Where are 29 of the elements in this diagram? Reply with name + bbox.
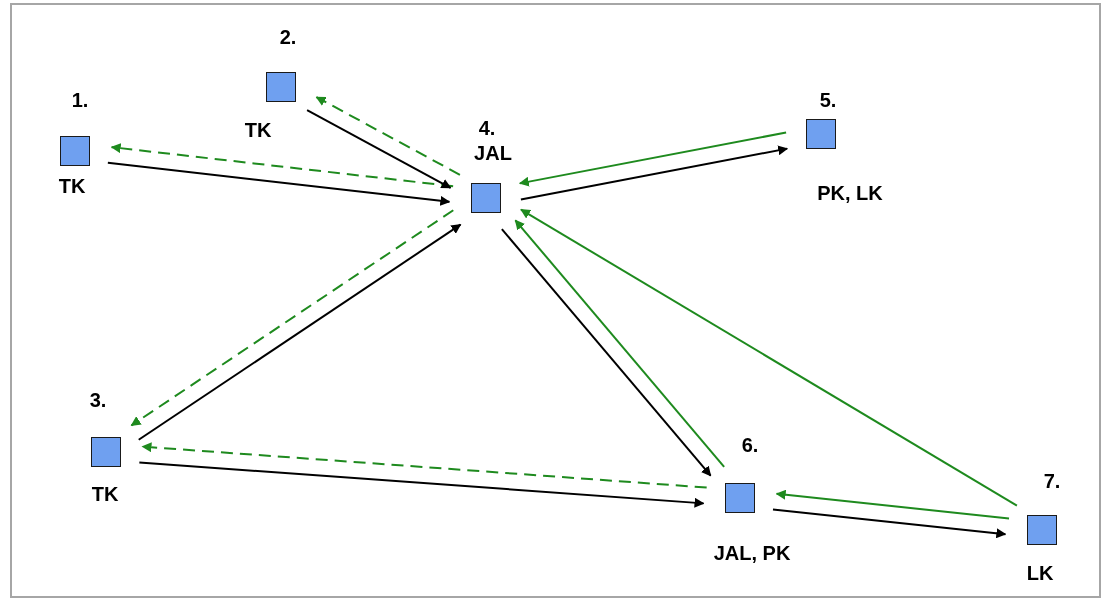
arrow xyxy=(771,508,1007,539)
arrow xyxy=(518,131,788,187)
node-number: 7. xyxy=(1043,471,1061,491)
arrow xyxy=(137,223,462,441)
node-number: 6. xyxy=(741,435,759,455)
arrow xyxy=(315,96,461,176)
arrow xyxy=(106,161,451,206)
node-label: JAL xyxy=(474,143,512,163)
arrow xyxy=(500,228,712,477)
node-number: 1. xyxy=(71,90,89,110)
node-number: 5. xyxy=(819,90,837,110)
node-number: 2. xyxy=(279,27,297,47)
arrow xyxy=(519,145,789,201)
arrow xyxy=(520,208,1018,507)
node-label: LK xyxy=(1026,563,1054,583)
arrow xyxy=(130,209,455,427)
node-label: TK xyxy=(91,484,119,504)
arrow xyxy=(110,143,455,188)
node-label: PK, LK xyxy=(817,183,883,203)
node-number: 3. xyxy=(89,390,107,410)
arrow xyxy=(141,442,708,489)
arrow xyxy=(514,219,726,468)
node-label: JAL, PK xyxy=(713,543,791,563)
arrow xyxy=(306,109,452,189)
node-label: TK xyxy=(58,176,86,196)
arrow xyxy=(138,461,705,508)
node-label: TK xyxy=(244,120,272,140)
arrow xyxy=(775,489,1011,520)
node-number: 4. xyxy=(478,118,496,138)
